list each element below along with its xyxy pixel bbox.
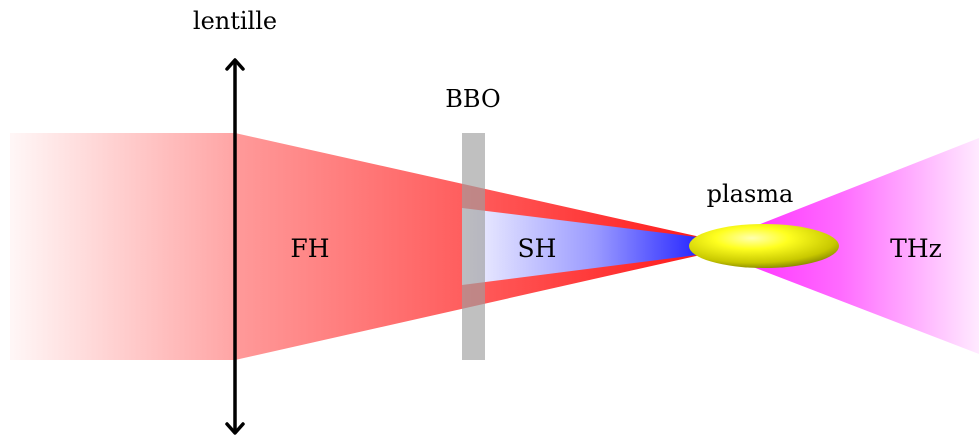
incoming-beam — [10, 133, 236, 360]
sh-label: SH — [518, 234, 557, 263]
fh-label: FH — [290, 234, 329, 263]
sh-beam-cone — [462, 208, 705, 285]
lens-label: lentille — [193, 7, 277, 35]
bbo-crystal — [462, 133, 485, 360]
thz-label: THz — [890, 234, 942, 263]
plasma-ellipse — [689, 224, 839, 268]
plasma-label: plasma — [707, 180, 794, 208]
thz-beam-cone — [740, 138, 979, 354]
lens-arrow — [225, 58, 245, 435]
bbo-label: BBO — [445, 85, 500, 113]
